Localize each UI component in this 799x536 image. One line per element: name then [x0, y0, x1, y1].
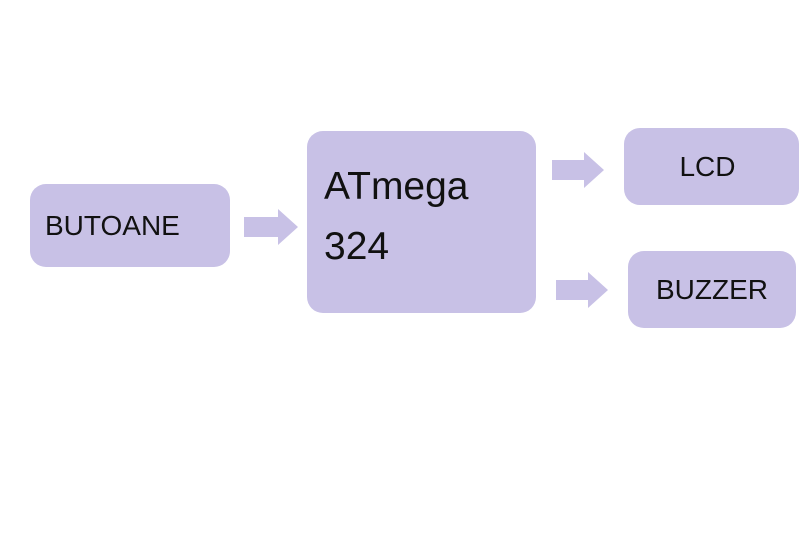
arrow-atmega-to-lcd-icon: [552, 150, 608, 190]
arrow-atmega-to-buzzer-icon: [556, 270, 612, 310]
buzzer-block: BUZZER: [628, 251, 796, 328]
butoane-label: BUTOANE: [45, 209, 180, 241]
lcd-label: LCD: [679, 150, 736, 182]
atmega-label-line1: ATmega: [324, 165, 469, 208]
buzzer-label: BUZZER: [656, 273, 768, 305]
arrow-butoane-to-atmega-icon: [244, 207, 300, 247]
atmega-block: ATmega 324: [307, 131, 536, 313]
lcd-block: LCD: [624, 128, 799, 205]
butoane-block: BUTOANE: [30, 184, 230, 267]
atmega-label-line2: 324: [324, 225, 390, 268]
